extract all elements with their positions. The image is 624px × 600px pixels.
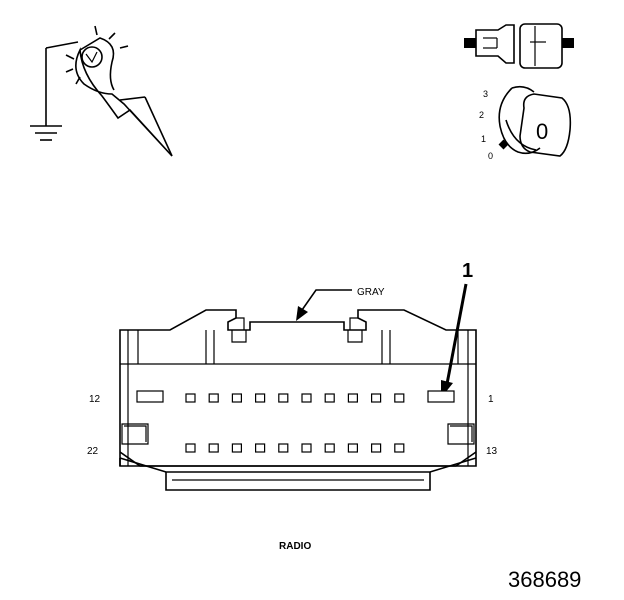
ignition-position-1: 1 (481, 134, 486, 144)
figure-id: 368689 (508, 567, 581, 592)
cavity-top-10 (394, 393, 405, 403)
disconnected-connector-icon (464, 23, 574, 69)
test-probe-ground-icon (30, 25, 173, 157)
ignition-position-3: 3 (483, 89, 488, 99)
ignition-position-0: 0 (488, 151, 493, 161)
cavity-top-4 (255, 393, 266, 403)
cavity-bottom-5 (278, 443, 289, 453)
pin-label-13: 13 (486, 446, 498, 457)
cavity-top-7 (324, 393, 335, 403)
ignition-position-2: 2 (479, 110, 484, 120)
connector-color-label: GRAY (357, 287, 385, 298)
cavity-top-1 (185, 393, 196, 403)
cavity-wide-1 (427, 390, 455, 403)
cavity-bottom-3 (231, 443, 242, 453)
pin-label-12: 12 (89, 394, 101, 405)
cavity-top-9 (371, 393, 382, 403)
cavity-top-8 (347, 393, 358, 403)
radio-connector (119, 309, 477, 491)
cavity-top-5 (278, 393, 289, 403)
cavity-top-3 (231, 393, 242, 403)
key-position-label: 0 (536, 119, 548, 144)
cavity-bottom-6 (301, 443, 312, 453)
callout-number: 1 (462, 260, 473, 282)
cavity-bottom-4 (255, 443, 266, 453)
cavity-bottom-8 (347, 443, 358, 453)
connector-cavities (136, 390, 455, 453)
cavity-top-6 (301, 393, 312, 403)
connector-name: RADIO (279, 541, 311, 552)
cavity-top-2 (208, 393, 219, 403)
cavity-bottom-1 (185, 443, 196, 453)
cavity-bottom-9 (371, 443, 382, 453)
ignition-switch-icon: 3 2 1 0 0 (479, 85, 572, 161)
pin-label-1: 1 (488, 394, 494, 405)
cavity-bottom-10 (394, 443, 405, 453)
gray-color-callout: GRAY (296, 287, 385, 321)
cavity-bottom-2 (208, 443, 219, 453)
cavity-wide-12 (136, 390, 164, 403)
pin-label-22: 22 (87, 446, 99, 457)
cavity-bottom-7 (324, 443, 335, 453)
